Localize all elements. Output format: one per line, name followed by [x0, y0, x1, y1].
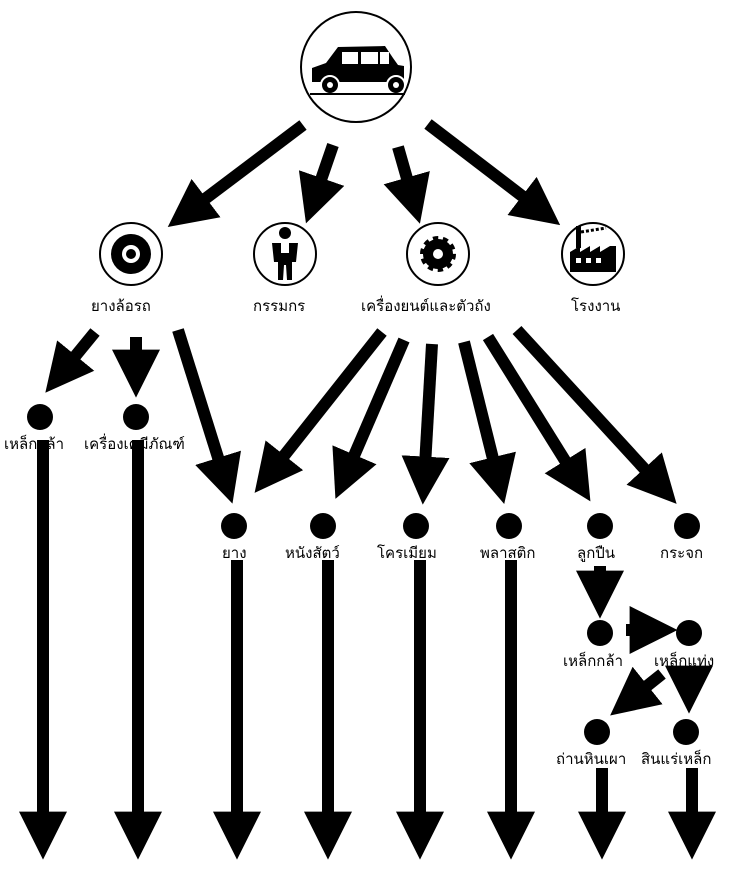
car-icon	[310, 46, 406, 95]
worker-node	[253, 222, 317, 286]
tire-icon	[111, 234, 151, 274]
dot-bearings	[587, 513, 613, 539]
arrow-car-to-tires	[167, 120, 307, 228]
arrow-engine-to-plastic	[458, 340, 516, 504]
dot-rubber	[221, 513, 247, 539]
dot-chemicals	[123, 404, 149, 430]
label-iron-ore: สินแร่เหล็ก	[641, 750, 712, 768]
factory-icon	[570, 226, 616, 272]
arrow-engine-to-bearings	[482, 333, 591, 502]
dot-iron-ore	[673, 719, 699, 745]
label-tires: ยางล้อรถ	[91, 297, 151, 315]
label-glass: กระจก	[660, 544, 704, 562]
arrow-iron-bar-to-coke	[610, 666, 666, 716]
label-bearings: ลูกปืน	[577, 544, 616, 562]
label-plastic: พลาสติก	[480, 544, 536, 562]
dot-leather	[310, 513, 336, 539]
arrow-engine-to-chromium	[401, 343, 450, 505]
dot-iron-bar	[676, 620, 702, 646]
arrow-engine-to-leather	[332, 337, 410, 499]
gear-icon	[420, 236, 456, 272]
label-chemicals: เครื่องเคมีภัณฑ์	[84, 435, 185, 453]
label-steel-2: เหล็กกล้า	[563, 652, 623, 670]
dot-plastic	[496, 513, 522, 539]
arrow-car-to-engine	[383, 145, 430, 224]
car-node	[300, 11, 412, 123]
label-coke: ถ่านหินเผา	[556, 750, 627, 768]
dot-steel-2	[587, 620, 613, 646]
arrow-tires-to-rubber	[172, 328, 241, 504]
dot-glass	[674, 513, 700, 539]
label-leather: หนังสัตว์	[285, 544, 340, 562]
dot-coke	[584, 719, 610, 745]
label-iron-bar: เหล็กแท่ง	[654, 652, 715, 670]
arrow-engine-to-rubber	[254, 328, 387, 493]
worker-icon	[272, 227, 298, 280]
factory-node	[561, 222, 625, 286]
dot-steel-1	[27, 404, 53, 430]
label-engine-body: เครื่องยนต์และตัวถัง	[361, 297, 491, 315]
arrow-tires-to-steel	[45, 328, 100, 393]
label-chromium: โครเมียม	[377, 544, 437, 562]
engine-node	[406, 222, 470, 286]
arrow-car-to-workers	[298, 143, 345, 224]
arrow-engine-to-glass	[512, 325, 677, 504]
tire-node	[99, 222, 163, 286]
arrow-car-to-factory	[424, 119, 561, 226]
label-rubber: ยาง	[222, 544, 247, 562]
label-factory: โรงงาน	[571, 297, 621, 315]
label-steel-1: เหล็กกล้า	[4, 435, 64, 453]
dot-chromium	[403, 513, 429, 539]
label-workers: กรรมกร	[253, 297, 306, 315]
